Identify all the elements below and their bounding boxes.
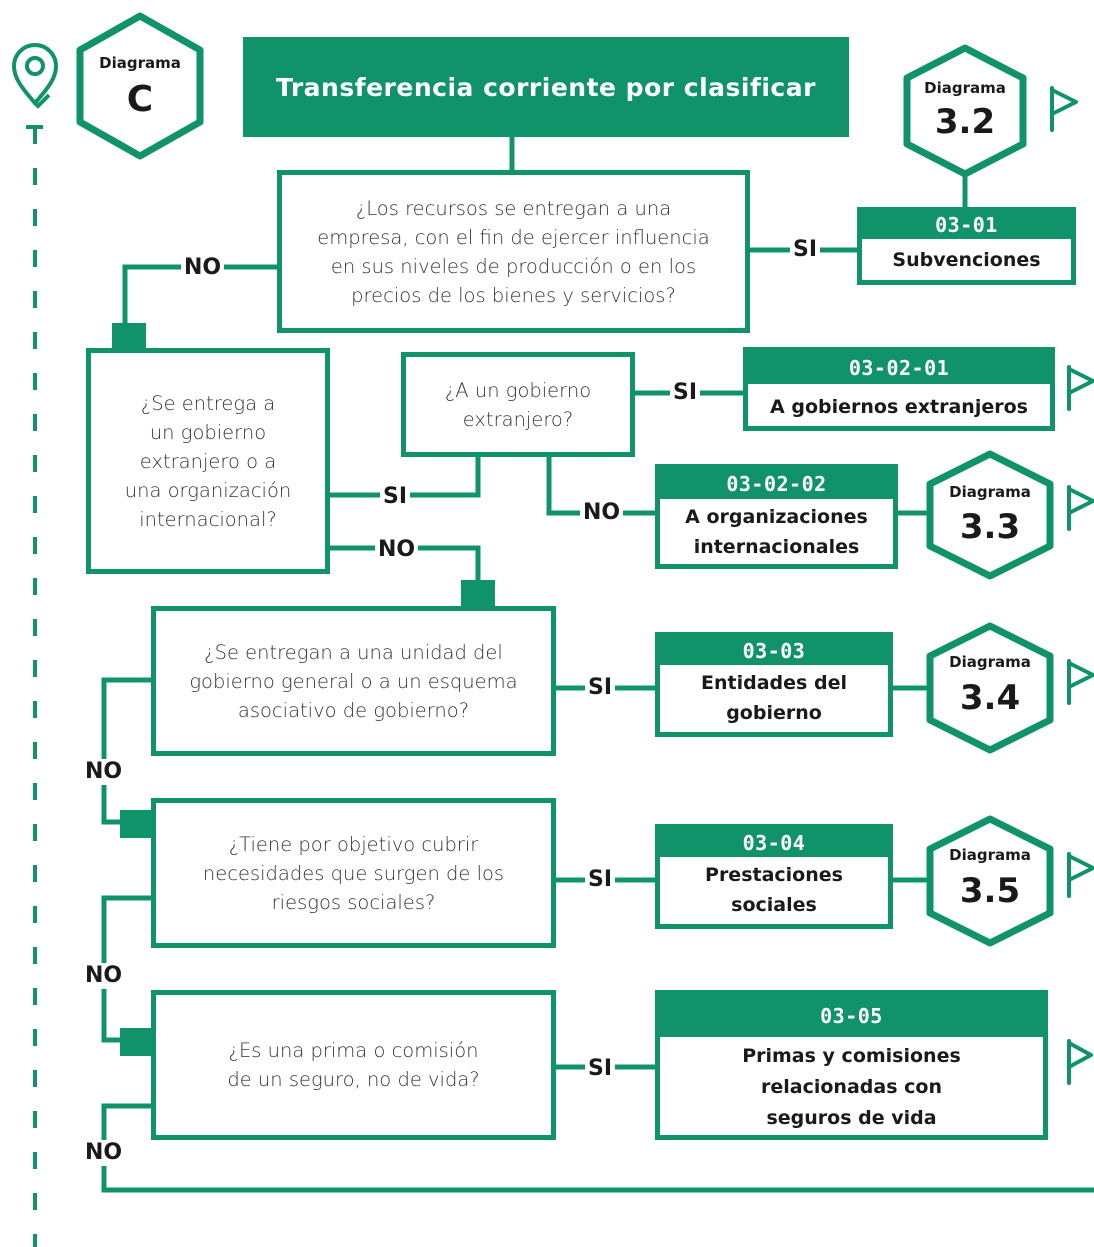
diagram-label: Diagrama (949, 653, 1031, 671)
diagram-id: 3.3 (959, 507, 1021, 547)
diagram-hexagon-3-2[interactable]: Diagrama 3.2 (903, 44, 1027, 178)
result-code: 03-02-02 (660, 469, 893, 499)
flag-icon (1067, 659, 1094, 705)
result-03-04: 03-04 Prestaciones sociales (655, 824, 893, 929)
diagram-id: 3.4 (959, 678, 1021, 718)
diagram-hexagon-3-4[interactable]: Diagrama 3.4 (926, 622, 1054, 754)
diagram-hexagon-c[interactable]: Diagrama C (76, 12, 204, 160)
result-03-01: 03-01 Subvenciones (857, 207, 1076, 285)
question-gobierno-general: ¿Se entregan a una unidad del gobierno g… (151, 606, 556, 756)
diagram-label: Diagrama (924, 79, 1006, 97)
label-si: SI (380, 484, 411, 510)
result-name: A gobiernos extranjeros (770, 396, 1028, 418)
diagram-id: 3.5 (959, 871, 1021, 911)
result-03-05: 03-05 Primas y comisiones relacionadas c… (655, 990, 1048, 1140)
flag-icon (1067, 852, 1094, 898)
question-gobierno-extranjero-organizacion: ¿Se entrega a un gobierno extranjero o a… (86, 348, 330, 574)
result-name: Prestaciones sociales (705, 864, 843, 916)
location-pin-check-icon (11, 43, 59, 109)
question-empresa: ¿Los recursos se entregan a una empresa,… (277, 170, 750, 333)
label-si: SI (585, 1056, 616, 1082)
diagram-hexagon-3-5[interactable]: Diagrama 3.5 (926, 815, 1054, 947)
result-03-02-01: 03-02-01 A gobiernos extranjeros (743, 347, 1055, 431)
question-prima-seguro: ¿Es una prima o comisión de un seguro, n… (151, 990, 556, 1140)
diagram-id: 3.2 (934, 102, 996, 142)
label-si: SI (790, 237, 821, 263)
result-03-02-02: 03-02-02 A organizaciones internacionale… (655, 464, 898, 569)
result-name: Primas y comisiones relacionadas con seg… (742, 1045, 961, 1129)
diagram-id: C (126, 79, 154, 120)
label-no: NO (580, 500, 624, 526)
diagram-label: Diagrama (99, 54, 181, 72)
label-si: SI (585, 675, 616, 701)
result-name: Subvenciones (892, 249, 1041, 271)
label-no: NO (82, 1140, 126, 1166)
flag-icon (1067, 485, 1094, 531)
result-name: Entidades del gobierno (701, 672, 847, 724)
label-si: SI (585, 867, 616, 893)
label-no: NO (82, 759, 126, 785)
result-code: 03-03 (660, 637, 888, 665)
diagram-hexagon-3-3[interactable]: Diagrama 3.3 (926, 450, 1054, 580)
label-no: NO (82, 963, 126, 989)
label-no: NO (181, 255, 225, 281)
flag-icon (1067, 1039, 1093, 1085)
diagram-label: Diagrama (949, 483, 1031, 501)
flow-title: Transferencia corriente por clasificar (243, 37, 849, 137)
result-name: A organizaciones internacionales (685, 506, 868, 558)
result-code: 03-04 (660, 829, 888, 857)
label-si: SI (670, 380, 701, 406)
result-03-03: 03-03 Entidades del gobierno (655, 632, 893, 737)
result-code: 03-02-01 (748, 352, 1050, 384)
result-code: 03-01 (862, 212, 1071, 239)
question-riesgos-sociales: ¿Tiene por objetivo cubrir necesidades q… (151, 798, 556, 948)
diagram-label: Diagrama (949, 846, 1031, 864)
flag-icon (1067, 365, 1094, 411)
flag-icon (1050, 86, 1078, 132)
question-gobierno-extranjero: ¿A un gobierno extranjero? (401, 352, 635, 457)
label-no: NO (375, 537, 419, 563)
result-code: 03-05 (660, 995, 1043, 1037)
